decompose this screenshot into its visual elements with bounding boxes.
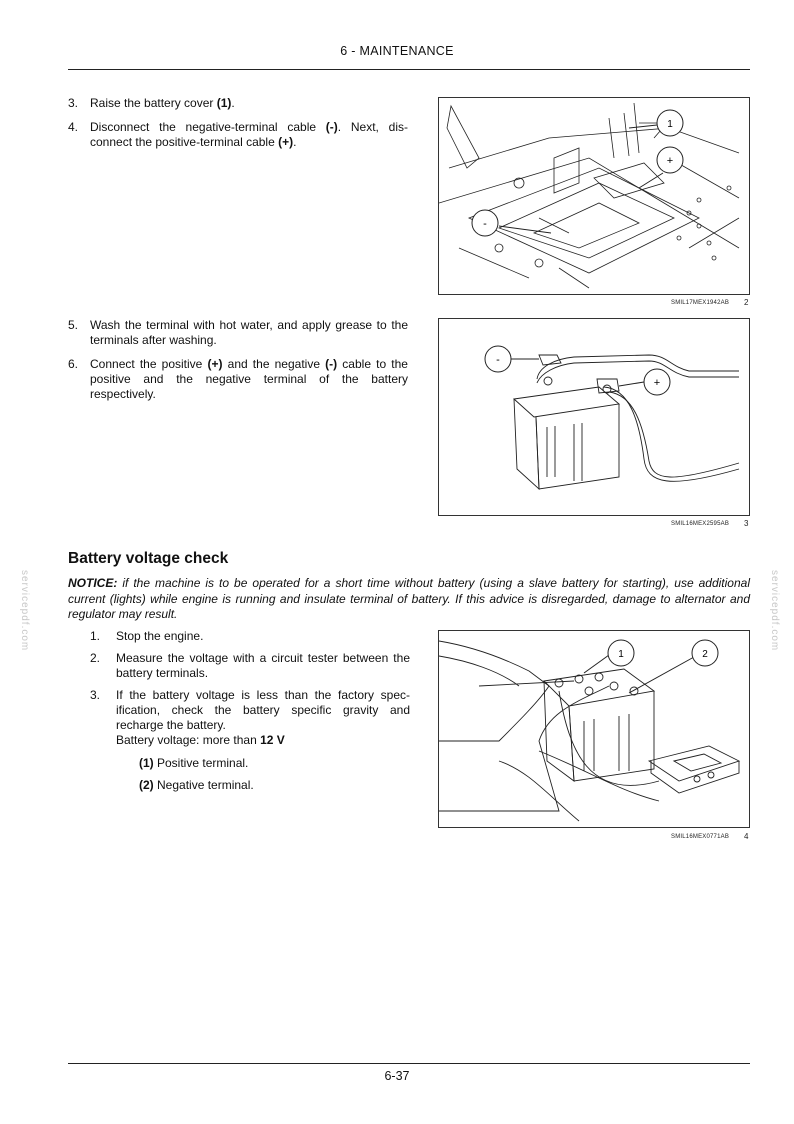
notice-label: NOTICE: <box>68 576 118 590</box>
watermark-left: servicepdf.com <box>19 570 30 652</box>
step-number: 6. <box>68 357 79 371</box>
callout-plus-circle <box>643 368 671 396</box>
step-text: Connect the positive (+) and the negativ… <box>90 357 408 401</box>
step-number: 3. <box>90 688 101 702</box>
page-header-title: 6 - MAINTENANCE <box>340 44 454 58</box>
step-text: Raise the battery cover (1). <box>90 96 235 110</box>
check-step-1: 1. Stop the engine. <box>90 629 420 644</box>
callout-2-label: 2 <box>702 649 708 660</box>
check-step-2: 2. Measure the voltage with a circuit te… <box>90 651 420 681</box>
header-rule <box>68 69 750 70</box>
step-text: Wash the terminal with hot water, and ap… <box>90 318 408 347</box>
callout-plus-label: + <box>654 377 660 389</box>
footer-rule <box>68 1063 750 1064</box>
callout-circles <box>471 109 684 237</box>
step-number: 1. <box>90 629 101 643</box>
step-3: 3. Raise the battery cover (1). <box>68 96 413 111</box>
step-number: 5. <box>68 318 79 332</box>
step-text: Measure the voltage with a circuit teste… <box>116 651 410 680</box>
figure-3-reference: SMIL16MEX2595AB <box>671 521 730 527</box>
legend-positive-terminal: (1) Positive terminal. <box>139 756 249 770</box>
step-text: Disconnect the negative-terminal cable (… <box>90 120 408 149</box>
figure-2-illustration: 1 + - <box>438 102 740 289</box>
figure-4-voltage-test: 1 2 <box>438 630 750 828</box>
figure-3-battery-cables: - + <box>438 318 750 516</box>
figure-4-number: 4 <box>744 832 749 841</box>
callout-2-circle <box>691 639 719 667</box>
figure-2-number: 2 <box>744 298 749 307</box>
step-text: If the battery voltage is less than the … <box>116 688 410 732</box>
figure-4-illustration: 1 2 <box>438 639 741 822</box>
figure-2-battery-cover: 1 + - <box>438 97 750 295</box>
callout-plus-label: + <box>667 155 673 167</box>
check-step-3: 3. If the battery voltage is less than t… <box>90 688 420 734</box>
step-6: 6. Connect the positive (+) and the nega… <box>68 357 413 403</box>
section-title: Battery voltage check <box>68 550 229 567</box>
step-text: Stop the engine. <box>116 629 204 643</box>
battery-voltage-spec: Battery voltage: more than 12 V <box>116 733 285 747</box>
figure-4-reference: SMIL16MEX0771AB <box>671 834 730 840</box>
callout-minus-circle <box>484 345 512 373</box>
figure-2-reference: SMIL17MEX1942AB <box>671 300 730 306</box>
step-number: 3. <box>68 96 79 110</box>
figure-3-illustration: - + <box>484 345 740 491</box>
page-number: 6-37 <box>384 1069 410 1083</box>
step-number: 2. <box>90 651 101 665</box>
watermark-right: servicepdf.com <box>769 570 780 652</box>
callout-1-label: 1 <box>618 649 624 660</box>
notice-text: if the machine is to be operated for a s… <box>68 576 750 621</box>
callout-minus-label: - <box>483 218 487 230</box>
step-4: 4. Disconnect the negative-terminal cabl… <box>68 120 413 150</box>
figure-3-number: 3 <box>744 519 749 528</box>
notice-paragraph: NOTICE: if the machine is to be operated… <box>68 576 750 623</box>
step-number: 4. <box>68 120 79 134</box>
callout-minus-label: - <box>496 354 500 366</box>
callout-1-circle <box>607 639 635 667</box>
step-5: 5. Wash the terminal with hot water, and… <box>68 318 413 348</box>
legend-negative-terminal: (2) Negative terminal. <box>139 778 254 792</box>
callout-1-label: 1 <box>667 119 673 130</box>
